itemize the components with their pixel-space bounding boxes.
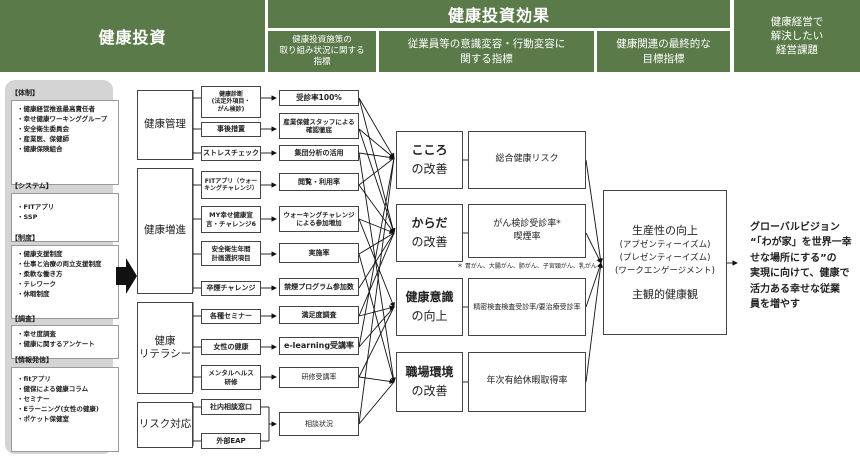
indicator-soudan: 相談状況 [279, 412, 359, 436]
management-issue: グローバルビジョン “「わが家」を世界一幸 せな場所にする”の 実現に向けて、健… [738, 196, 860, 336]
list-item: ・仕事と治療の両立支援制度 [17, 260, 102, 269]
group-box-chosa: ・幸せ度調査 ・健康に関するアンケート [11, 325, 119, 359]
improvement-title: 職場環境 [405, 364, 454, 379]
measure-my-shiawase: MY幸せ健康宣 言・チャレンジ6 [201, 206, 261, 233]
indicator-kenshu: 研修受講率 [279, 367, 359, 388]
indicator-manzokudo: 満足度調査 [279, 306, 359, 324]
improvement-suffix: の改善 [411, 162, 448, 176]
improvement-kenko-ishiki: 健康意識 の向上 [396, 278, 463, 336]
header-sub-measures: 健康投資施策の 取り組み状況に関する 指標 [268, 31, 376, 72]
list-item: ・健康経営推進最高責任者 [17, 105, 95, 113]
list-item: ・産業医、保健師 [17, 135, 69, 144]
improvement-suffix: の向上 [411, 309, 448, 323]
measure-fit-app: FITアプリ（ウォー キングチャレンジ） [201, 171, 261, 199]
category-literacy: 健康 リテラシー [137, 302, 193, 394]
improvement-title: からだ [411, 215, 448, 230]
measure-sotsuen: 卒煙チャレンジ [201, 281, 261, 296]
final-goal-item: (ワークエンゲージメント) [615, 266, 715, 277]
list-item: ・fitアプリ [17, 375, 51, 383]
improvement-suffix: の改善 [411, 384, 448, 398]
behavior-seimitsu: 精密検査検査受診率/要治療受診率 [468, 278, 586, 336]
measure-shanai-soudan: 社内相談窓口 [201, 399, 261, 415]
list-item: ・健康支援制度 [17, 250, 63, 258]
measure-josei-kenko: 女性の健康 [201, 339, 261, 355]
improvement-karada: からだ の改善 [396, 204, 463, 262]
list-item: ・健保による健康コラム [17, 385, 89, 394]
investment-resources-panel: 【体制】 ・健康経営推進最高責任者 ・幸せ健康ワーキンググループ ・安全衛生委員… [5, 80, 119, 454]
improvement-kokoro: こころ の改善 [396, 131, 463, 189]
list-item: ・安全衛生委員会 [17, 125, 69, 134]
group-label: 【調査】 [11, 315, 39, 323]
category-kenko-kanri: 健康管理 [137, 90, 193, 160]
measure-seminar: 各種セミナー [201, 309, 261, 324]
indicator-shudan-bunseki: 集団分析の活用 [279, 145, 359, 161]
final-goal: 生産性の向上 (アブゼンティーイズム) (プレゼンティーイズム) (ワークエンゲ… [603, 190, 727, 335]
list-item: ・健康に関するアンケート [17, 340, 95, 349]
improvement-shokuba: 職場環境 の改善 [396, 352, 463, 412]
measure-anzen-eisei: 安全衛生年間 計画選択項目 [201, 241, 261, 266]
measure-jigo-sochi: 事後措置 [201, 122, 261, 137]
list-item: ・柔軟な働き方 [17, 270, 63, 279]
final-goal-title: 生産性の向上 [632, 223, 698, 237]
measure-stress-check: ストレスチェック [201, 146, 261, 161]
group-box-seido: ・健康支援制度 ・仕事と治療の両立支援制度 ・柔軟な働き方 ・テレワーク ・休暇… [11, 245, 119, 319]
list-item: ・幸せ健康ワーキンググループ [17, 115, 108, 124]
list-item: ・ポケット保健室 [17, 415, 69, 424]
group-label: 【システム】 [11, 182, 53, 190]
measure-gaibu-eap: 外部EAP [201, 433, 261, 449]
indicator-jisshiritsu: 実施率 [279, 243, 359, 263]
indicator-etsuran: 閲覧・利用率 [279, 173, 359, 191]
improvement-title: こころ [411, 142, 448, 157]
list-item: ・FITアプリ [17, 203, 55, 211]
list-item: ・テレワーク [17, 280, 56, 289]
indicator-jushinritsu: 受診率100% [279, 90, 359, 106]
measure-mental-health: メンタルヘルス 研修 [201, 365, 261, 390]
header-kadai: 健康経営で 解決したい 経営課題 [734, 0, 860, 72]
final-goal-sub: 主観的健康観 [632, 288, 698, 302]
improvement-title: 健康意識 [405, 289, 454, 304]
group-label: 【体制】 [11, 89, 39, 97]
category-risk: リスク対応 [137, 402, 193, 448]
list-item: ・健康保険組合 [17, 145, 63, 154]
list-item: ・Eラーニング(女性の健康) [17, 405, 99, 414]
group-label: 【制度】 [11, 234, 39, 242]
header-sub-behavior: 従業員等の意識変容・行動変容に 関する指標 [379, 31, 594, 72]
big-arrow-icon [116, 258, 137, 294]
final-goal-item: (プレゼンティーイズム) [619, 252, 711, 263]
group-label: 【情報発信】 [11, 356, 53, 364]
list-item: ・SSP [17, 213, 38, 222]
indicator-elearning: e-learning受講率 [279, 337, 359, 355]
header-kouka: 健康投資効果 [268, 0, 730, 28]
group-box-system: ・FITアプリ ・SSP [11, 193, 119, 242]
group-box-taisei: ・健康経営推進最高責任者 ・幸せ健康ワーキンググループ ・安全衛生委員会 ・産業… [11, 100, 119, 185]
indicator-kinen: 禁煙プログラム参加数 [279, 278, 359, 296]
category-kenko-zoushin: 健康増進 [137, 168, 193, 294]
indicator-walking: ウォーキングチャレンジ による参加増加 [279, 206, 359, 232]
header-sub-final: 健康関連の最終的な 目標指標 [597, 31, 730, 72]
footnote: ＊ 胃がん、大腸がん、肺がん、子宮頸がん、乳がん [457, 263, 597, 270]
behavior-sogo-risk: 総合健康リスク [468, 131, 586, 189]
behavior-gan-kenshin: がん検診受診率* 喫煙率 [468, 204, 586, 258]
list-item: ・セミナー [17, 395, 50, 404]
measure-kenko-shindan: 健康診断 (法定外項目・ がん検診) [201, 86, 261, 118]
list-item: ・幸せ度調査 [17, 330, 56, 338]
group-box-joho: ・fitアプリ ・健保による健康コラム ・セミナー ・Eラーニング(女性の健康)… [11, 367, 119, 452]
indicator-sangyo-hoken: 産業保健スタッフによる 確認徹底 [279, 113, 359, 139]
improvement-suffix: の改善 [411, 235, 448, 249]
header-kenko-toushi: 健康投資 [0, 0, 265, 72]
list-item: ・休暇制度 [17, 290, 50, 299]
final-goal-item: (アブゼンティーイズム) [619, 239, 711, 250]
behavior-yukyu: 年次有給休暇取得率 [468, 352, 586, 412]
